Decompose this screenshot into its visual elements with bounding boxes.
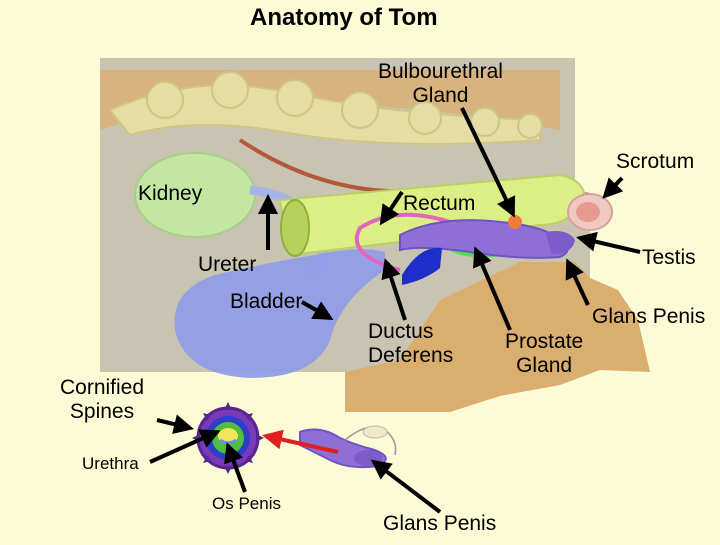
- spine: [108, 71, 543, 145]
- prostate-shape: [402, 247, 442, 285]
- label-os-penis: Os Penis: [212, 494, 281, 513]
- label-rectum: Rectum: [403, 192, 476, 215]
- rectum-end: [280, 199, 310, 257]
- label-testis: Testis: [642, 246, 696, 269]
- muscle-tissue: [345, 262, 650, 412]
- red-arrow: [262, 429, 339, 454]
- bulbourethral-dot: [508, 215, 522, 229]
- label-bladder: Bladder: [230, 290, 303, 313]
- label-scrotum: Scrotum: [616, 150, 695, 173]
- label-urethra: Urethra: [82, 454, 139, 473]
- label-glans-penis-lower: Glans Penis: [383, 512, 497, 535]
- label-glans-penis-upper: Glans Penis: [592, 305, 706, 328]
- glans-closeup: [299, 425, 397, 469]
- diagram-title: Anatomy of Tom: [250, 4, 438, 31]
- glans-shape: [545, 231, 575, 255]
- testis-shape: [576, 202, 600, 222]
- label-ureter: Ureter: [198, 253, 257, 276]
- label-kidney: Kidney: [138, 182, 203, 205]
- bladder-shape: [174, 249, 385, 378]
- pointer-arrows: [149, 107, 641, 514]
